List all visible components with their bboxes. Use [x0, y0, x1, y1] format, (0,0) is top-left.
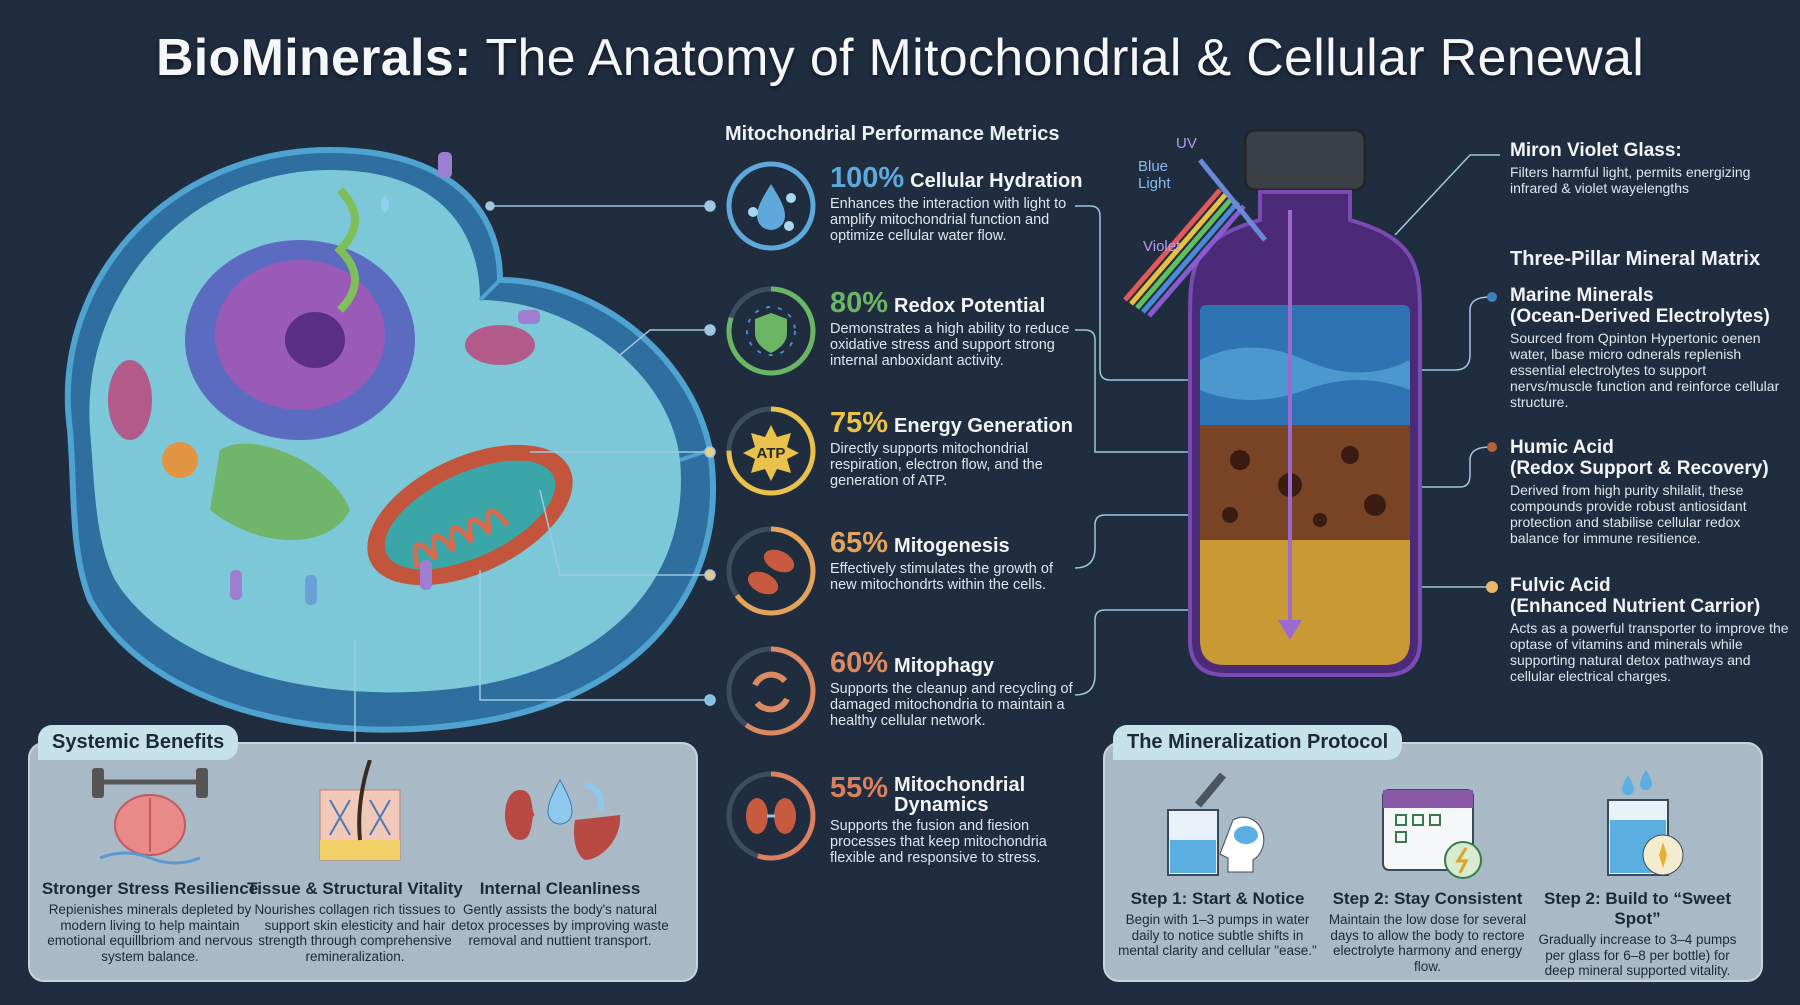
- bottle-illustration: [1123, 128, 1422, 677]
- metric-heading: 75%Energy Generation: [830, 407, 1073, 440]
- pillar-2: Fulvic Acid(Enhanced Nutrient Carrior) Ac…: [1510, 575, 1790, 684]
- metric-name: Mitophagy: [894, 655, 995, 677]
- mitochondria-split-icon: [726, 526, 816, 616]
- metric-4: 60%Mitophagy Supports the cleanup and re…: [725, 645, 1105, 745]
- mitochondrion: [367, 444, 573, 586]
- metric-0: 100%Cellular Hydration Enhances the inte…: [725, 160, 1105, 260]
- step-desc: Begin with 1–3 pumps in water daily to n…: [1118, 912, 1317, 958]
- metric-desc: Supports the fusion and fiesion processe…: [830, 818, 1047, 866]
- metric-heading: 100%Cellular Hydration: [830, 162, 1082, 195]
- glass-sparkle-icon: [1606, 770, 1683, 876]
- protocol-title: The Mineralization Protocol: [1113, 725, 1403, 760]
- pillar-0: Marine Minerals(Ocean-Derived Electrolyt…: [1510, 285, 1790, 410]
- uv-label: UV: [1176, 135, 1197, 152]
- benefit-title: Tissue & Structural Vitality: [247, 879, 463, 898]
- pillar-sub: (Enhanced Nutrient Carrior): [1510, 596, 1761, 617]
- metric-progress-ring: [726, 161, 816, 251]
- pillar-name: Marine Minerals: [1510, 285, 1654, 306]
- protocol-step: Step 2: Build to “Sweet Spot” Gradually i…: [1530, 770, 1745, 979]
- metric-name: Cellular Hydration: [910, 170, 1083, 192]
- metric-name: Mitogenesis: [894, 535, 1010, 557]
- metric-desc: Enhances the interaction with light to a…: [830, 196, 1067, 244]
- shield-icon: [726, 286, 816, 376]
- dropper-glass-icon: [1166, 772, 1264, 876]
- benefit-title: Stronger Stress Resilience: [41, 879, 259, 898]
- benefit-desc: Gently assists the body's natural detox …: [451, 902, 669, 948]
- benefit-desc: Repienishes minerals depleted by modern …: [47, 902, 253, 964]
- step-title: Step 2: Build to “Sweet Spot”: [1543, 889, 1732, 928]
- glass-desc: Filters harmful light, permits energizin…: [1510, 164, 1751, 196]
- metric-1: 80%Redox Potential Demonstrates a high a…: [725, 285, 1105, 385]
- kidney-liver-icon: [505, 778, 621, 860]
- metric-percent: 75%: [830, 407, 889, 439]
- pillar-desc: Acts as a powerful transporter to improv…: [1510, 620, 1789, 684]
- metric-5: 55%Mitochondrial Dynamics Supports the f…: [725, 770, 1105, 870]
- step-desc: Maintain the low dose for several days t…: [1328, 912, 1527, 974]
- pillar-desc: Derived from high purity shilalit, these…: [1510, 482, 1747, 546]
- calendar-icon: [1381, 789, 1482, 879]
- metric-desc: Supports the cleanup and recycling of da…: [830, 681, 1073, 729]
- metric-progress-ring: [726, 771, 816, 861]
- mitochondria-fusion-icon: [726, 771, 816, 861]
- metric-progress-ring: [726, 286, 816, 376]
- metric-heading: 55%Mitochondrial Dynamics: [830, 772, 1034, 815]
- cell-illustration: [64, 146, 717, 733]
- benefit-desc: Nourishes collagen rich tissues to suppo…: [254, 902, 456, 964]
- metric-heading: 60%Mitophagy: [830, 647, 994, 680]
- metric-name: Redox Potential: [894, 295, 1046, 317]
- metric-percent: 100%: [830, 162, 905, 194]
- pillar-name: Humic Acid: [1510, 437, 1614, 458]
- metric-desc: Effectively stimulates the growth of new…: [830, 561, 1053, 593]
- glass-info: Miron Violet Glass: Filters harmful ligh…: [1510, 140, 1790, 196]
- metric-3: 65%Mitogenesis Effectively stimulates th…: [725, 525, 1105, 625]
- metric-progress-ring: [726, 646, 816, 736]
- atp-icon: ATP: [726, 406, 816, 496]
- atp-text: ATP: [757, 445, 786, 462]
- metric-desc: Directly supports mitochondrial respirat…: [830, 441, 1043, 489]
- metric-name: Energy Generation: [894, 415, 1073, 437]
- metric-heading: 80%Redox Potential: [830, 287, 1045, 320]
- metric-2: ATP 75%Energy Generation Directly suppor…: [725, 405, 1105, 505]
- page-title: BioMinerals: The Anatomy of Mitochondria…: [0, 28, 1800, 88]
- blue-light-label: Blue Light: [1138, 158, 1171, 192]
- pillar-sub: (Redox Support & Recovery): [1510, 458, 1769, 479]
- step-title: Step 1: Start & Notice: [1130, 889, 1305, 908]
- pillar-desc: Sourced from Qpinton Hypertonic oenen wa…: [1510, 330, 1780, 410]
- title-text: The Anatomy of Mitochondrial & Cellular …: [471, 29, 1645, 87]
- metric-percent: 55%: [830, 772, 889, 804]
- glass-title: Miron Violet Glass:: [1510, 140, 1682, 161]
- recycle-icon: [726, 646, 816, 736]
- metric-heading: 65%Mitogenesis: [830, 527, 1010, 560]
- benefit-title: Internal Cleanliness: [479, 879, 641, 898]
- metric-progress-ring: [726, 406, 816, 496]
- brain-weight-icon: [92, 768, 208, 865]
- matrix-header: Three-Pillar Mineral Matrix: [1510, 248, 1761, 270]
- skin-layers-icon: [319, 759, 401, 861]
- metric-progress-ring: [726, 526, 816, 616]
- step-title: Step 2: Stay Consistent: [1332, 889, 1523, 908]
- title-brand: BioMinerals:: [155, 29, 472, 87]
- light-rays-icon: [1123, 158, 1267, 318]
- violet-label: Violet: [1143, 238, 1181, 255]
- benefits-title: Systemic Benefits: [38, 725, 239, 760]
- step-desc: Gradually increase to 3–4 pumps per glas…: [1538, 932, 1737, 978]
- water-molecule-icon: [726, 161, 816, 251]
- metric-name: Mitochondrial Dynamics: [894, 774, 1026, 816]
- metric-desc: Demonstrates a high ability to reduce ox…: [830, 321, 1070, 369]
- pillar-1: Humic Acid(Redox Support & Recovery) Deri…: [1510, 437, 1790, 546]
- metric-percent: 60%: [830, 647, 889, 679]
- metric-percent: 65%: [830, 527, 889, 559]
- pillar-name: Fulvic Acid: [1510, 575, 1611, 596]
- pillar-sub: (Ocean-Derived Electrolytes): [1510, 306, 1770, 327]
- metric-percent: 80%: [830, 287, 889, 319]
- metrics-header: Mitochondrial Performance Metrics: [725, 123, 1060, 145]
